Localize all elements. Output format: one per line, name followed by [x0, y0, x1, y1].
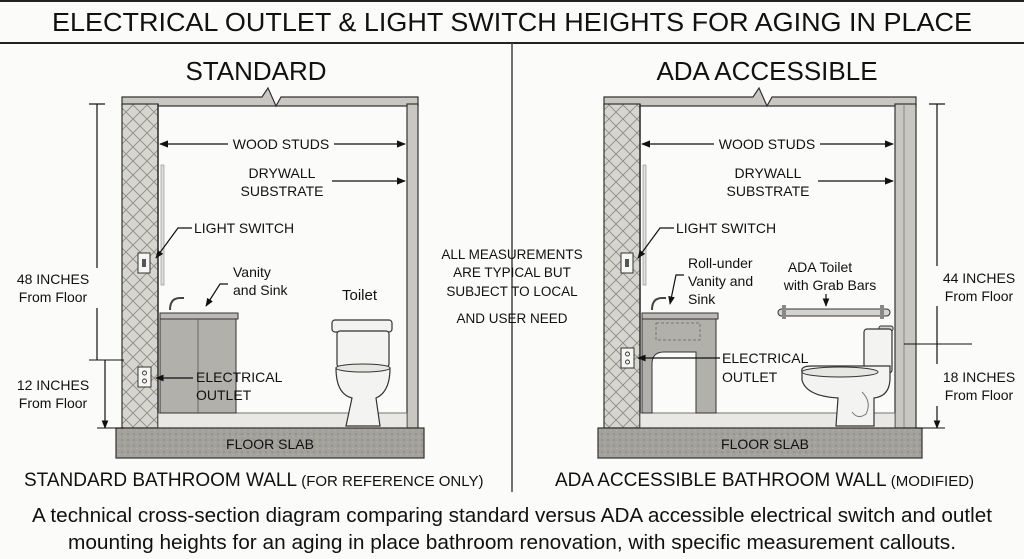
- standard-vanity-label-line1: Vanity: [233, 264, 271, 280]
- ada-panel: ADA ACCESSIBLE FLOOR SLAB: [555, 56, 1022, 491]
- diagram-title: ELECTRICAL OUTLET & LIGHT SWITCH HEIGHTS…: [52, 7, 972, 37]
- standard-toilet-label: Toilet: [342, 287, 378, 304]
- ada-caption-note: (MODIFIED): [887, 473, 975, 490]
- standard-caption-main: STANDARD BATHROOM WALL: [24, 470, 297, 491]
- standard-vanity-label-line2: and Sink: [233, 282, 288, 298]
- ada-outlet-label-line1: ELECTRICAL: [722, 350, 809, 366]
- standard-outlet-height-line1: 12 INCHES: [17, 377, 89, 393]
- ada-drywall-label-line2: SUBSTRATE: [727, 183, 810, 199]
- standard-floor-slab: [115, 427, 425, 459]
- ada-toilet-label-line1: ADA Toilet: [788, 259, 852, 275]
- ada-top-plate: [603, 86, 917, 108]
- standard-drywall-label-line1: DRYWALL: [249, 165, 316, 181]
- measurement-note: ALL MEASUREMENTS ARE TYPICAL BUT SUBJECT…: [441, 247, 582, 326]
- description-line2: mounting heights for an aging in place b…: [68, 532, 956, 554]
- ada-outlet-height-line1: 18 INCHES: [943, 369, 1015, 385]
- ada-caption: ADA ACCESSIBLE BATHROOM WALL (MODIFIED): [555, 470, 974, 491]
- standard-light-switch-label: LIGHT SWITCH: [194, 220, 294, 236]
- ada-right-wall: [894, 103, 917, 429]
- ada-light-switch-label: LIGHT SWITCH: [676, 220, 776, 236]
- ada-vanity-label-line3: Sink: [688, 291, 716, 307]
- standard-toilet: [331, 319, 393, 427]
- note-line1: ALL MEASUREMENTS: [441, 247, 582, 262]
- ada-vanity-label-line1: Roll-under: [688, 255, 753, 271]
- ada-heading: ADA ACCESSIBLE: [656, 56, 877, 86]
- ada-drywall-label-line1: DRYWALL: [735, 165, 802, 181]
- ada-outlet-label-line2: OUTLET: [722, 369, 778, 385]
- standard-outlet-label-line1: ELECTRICAL: [196, 369, 283, 385]
- ada-switch-height-line2: From Floor: [945, 288, 1014, 304]
- ada-roll-under-vanity: [641, 297, 719, 414]
- note-line3: SUBJECT TO LOCAL: [446, 284, 578, 299]
- note-line4: AND USER NEED: [456, 311, 567, 326]
- standard-top-plate: [121, 86, 419, 108]
- standard-switch-height-line1: 48 INCHES: [17, 271, 89, 287]
- standard-outlet-height-line2: From Floor: [19, 395, 88, 411]
- ada-floor-slab: [597, 427, 923, 459]
- standard-electrical-outlet: [137, 366, 152, 388]
- standard-caption-note: (FOR REFERENCE ONLY): [297, 473, 483, 490]
- standard-wood-studs-label: WOOD STUDS: [233, 136, 329, 152]
- ada-switch-height-line1: 44 INCHES: [943, 270, 1015, 286]
- ada-toilet: [801, 328, 893, 427]
- ada-wood-studs-label: WOOD STUDS: [719, 136, 815, 152]
- standard-heading: STANDARD: [185, 56, 326, 86]
- ada-outlet-height-line2: From Floor: [945, 387, 1014, 403]
- standard-drywall-label-line2: SUBSTRATE: [241, 183, 324, 199]
- ada-caption-main: ADA ACCESSIBLE BATHROOM WALL: [555, 470, 887, 491]
- standard-right-wall: [406, 103, 419, 429]
- note-line2: ARE TYPICAL BUT: [453, 265, 571, 280]
- standard-panel: STANDARD FLOOR SLAB: [10, 56, 483, 491]
- description-line1: A technical cross-section diagram compar…: [32, 505, 992, 527]
- standard-outlet-label-line2: OUTLET: [196, 387, 252, 403]
- standard-caption: STANDARD BATHROOM WALL (FOR REFERENCE ON…: [24, 470, 483, 491]
- standard-vanity: [159, 297, 239, 414]
- ada-toilet-label-line2: with Grab Bars: [783, 277, 877, 293]
- standard-switch-height-line2: From Floor: [19, 289, 88, 305]
- ada-floor-slab-label: FLOOR SLAB: [721, 436, 809, 452]
- standard-floor-slab-label: FLOOR SLAB: [226, 436, 314, 452]
- ada-vanity-label-line2: Vanity and: [688, 273, 753, 289]
- ada-electrical-outlet: [620, 347, 635, 369]
